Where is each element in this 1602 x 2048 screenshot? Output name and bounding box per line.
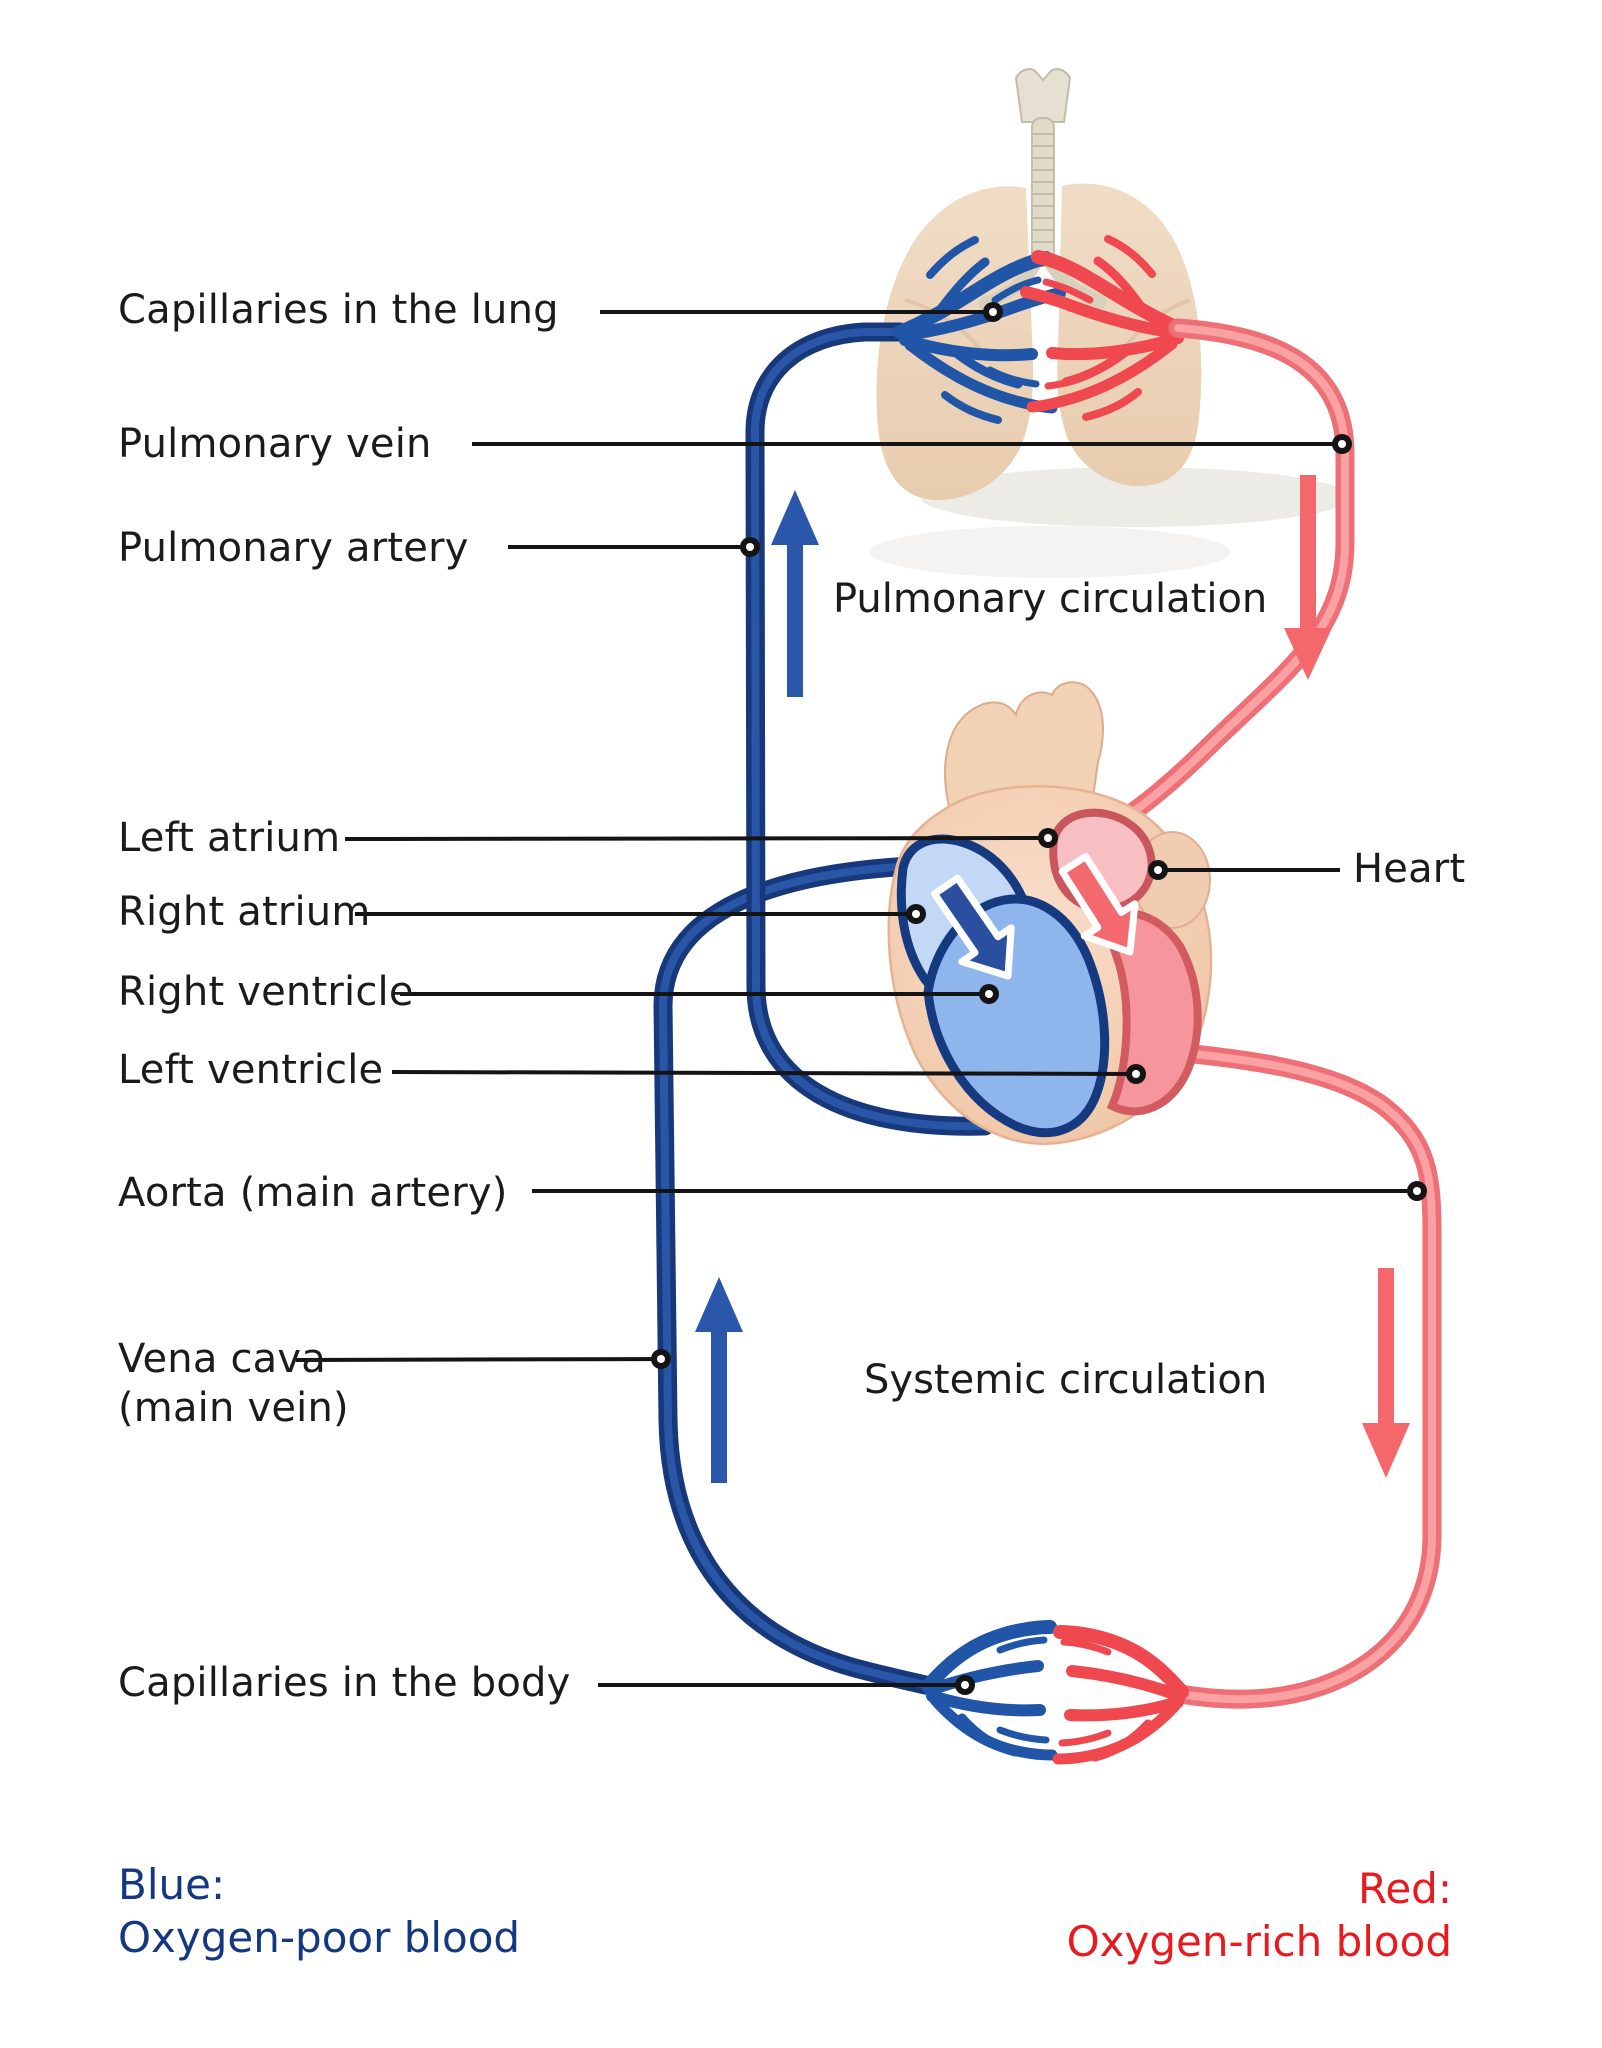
left-ventricle-chamber [1099, 909, 1202, 1116]
leader-dot [740, 537, 760, 557]
pulmonary-up-arrow [771, 490, 819, 697]
leader-dots [651, 302, 1427, 1695]
title-systemic-circulation: Systemic circulation [864, 1357, 1268, 1403]
body-capillaries-red [1052, 1625, 1189, 1765]
vena-cava-tube [653, 856, 940, 1696]
label-pulmonary-artery: Pulmonary artery [118, 525, 469, 571]
legend-oxygen-poor: Blue: Oxygen-poor blood [118, 1858, 520, 1964]
pulmonary-vein-tube [1080, 318, 1355, 850]
label-heart: Heart [1353, 846, 1466, 892]
label-pulmonary-vein: Pulmonary vein [118, 421, 432, 467]
heart-great-vessels [944, 681, 1104, 819]
systemic-down-arrow [1362, 1268, 1410, 1478]
legend-red-title: Red: [1358, 1864, 1452, 1913]
pulmonary-down-arrow [1284, 475, 1332, 680]
label-vena-cava-line2: (main vein) [118, 1385, 349, 1431]
label-capillaries-lung: Capillaries in the lung [118, 287, 559, 333]
leader-dot [651, 1349, 671, 1369]
legend-blue-desc: Oxygen-poor blood [118, 1913, 521, 1962]
title-pulmonary-circulation: Pulmonary circulation [833, 576, 1268, 622]
flow-arrows [695, 475, 1410, 1483]
lungs-illustration [876, 183, 1202, 501]
leader-left-ventricle [391, 1070, 1137, 1076]
label-left-atrium: Left atrium [118, 815, 341, 861]
leader-dot [906, 904, 926, 924]
trachea-tube [1031, 117, 1055, 267]
leader-dot [1126, 1064, 1146, 1084]
right-lung-lobe [1057, 183, 1202, 487]
lung-capillaries-red [1020, 235, 1189, 421]
body-capillaries-blue [921, 1620, 1058, 1761]
leader-lines [295, 310, 1417, 1687]
larynx [1014, 68, 1072, 123]
label-vena-cava-line1: Vena cava [118, 1336, 326, 1382]
leader-dot [1148, 860, 1168, 880]
systemic-up-arrow [695, 1277, 743, 1483]
label-aorta: Aorta (main artery) [118, 1170, 508, 1216]
legend-blue-title: Blue: [118, 1860, 226, 1909]
label-right-atrium: Right atrium [118, 889, 371, 935]
leader-dot [983, 302, 1003, 322]
leader-dot [1407, 1181, 1427, 1201]
legend-oxygen-rich: Red: Oxygen-rich blood [1067, 1862, 1452, 1968]
trachea-illustration [978, 68, 1107, 311]
label-left-ventricle: Left ventricle [118, 1047, 384, 1093]
label-capillaries-body: Capillaries in the body [118, 1660, 571, 1706]
leader-left-atrium [344, 836, 1049, 841]
leader-vena-cava [295, 1357, 662, 1362]
leader-dot [955, 1675, 975, 1695]
label-right-ventricle: Right ventricle [118, 969, 414, 1015]
leader-dot [1038, 828, 1058, 848]
leader-dot [1332, 434, 1352, 454]
lung-shadow [870, 467, 1350, 578]
legend-red-desc: Oxygen-rich blood [1066, 1917, 1452, 1966]
leader-dot [979, 984, 999, 1004]
heart-flow-arrow-red [1058, 853, 1139, 956]
heart-flow-arrow-blue [931, 874, 1015, 980]
label-vena-cava: Vena cava (main vein) [118, 1335, 349, 1433]
aorta-tube [1142, 1040, 1442, 1709]
